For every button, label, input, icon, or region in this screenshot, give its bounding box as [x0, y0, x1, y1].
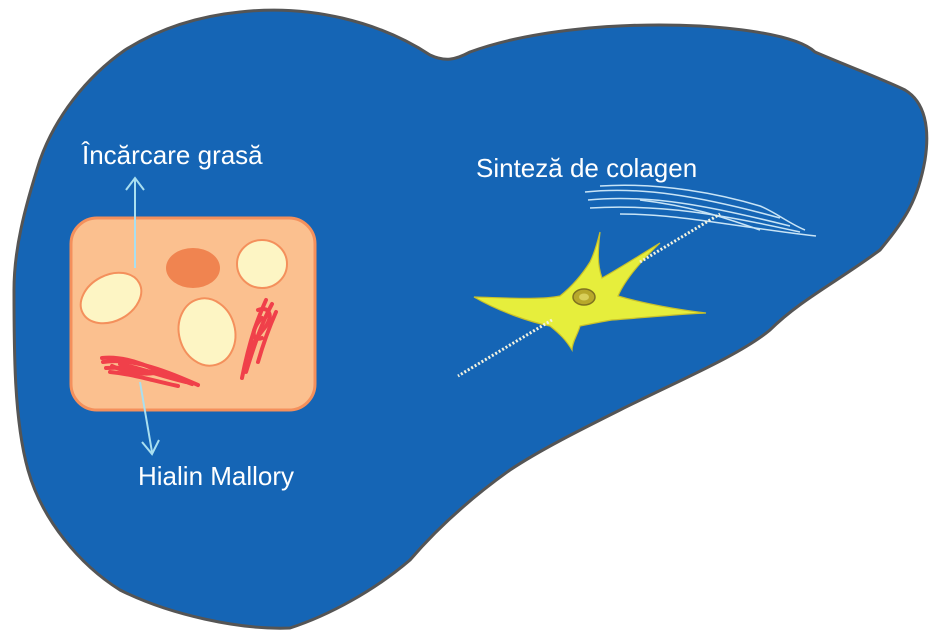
fat-droplet — [236, 239, 288, 289]
collagen-fibers — [584, 184, 817, 237]
fat-droplet — [79, 271, 143, 325]
mallory-hyaline-vertical — [240, 298, 278, 380]
liver-shape — [12, 8, 929, 630]
stellate-process — [639, 212, 721, 264]
fat-droplet — [177, 297, 237, 367]
collagen-synthesis-label: Sinteză de colagen — [476, 153, 697, 183]
mallory-arrow — [139, 381, 160, 456]
mallory-hyaline-horizontal — [100, 355, 200, 388]
fat-loading-label: Încărcare grasă — [81, 140, 263, 170]
stellate-nucleolus — [579, 293, 589, 301]
stellate-cell — [457, 212, 721, 378]
mallory-hyaline-label: Hialin Mallory — [138, 461, 294, 491]
nucleus — [166, 248, 220, 288]
fat-arrow — [125, 176, 145, 268]
